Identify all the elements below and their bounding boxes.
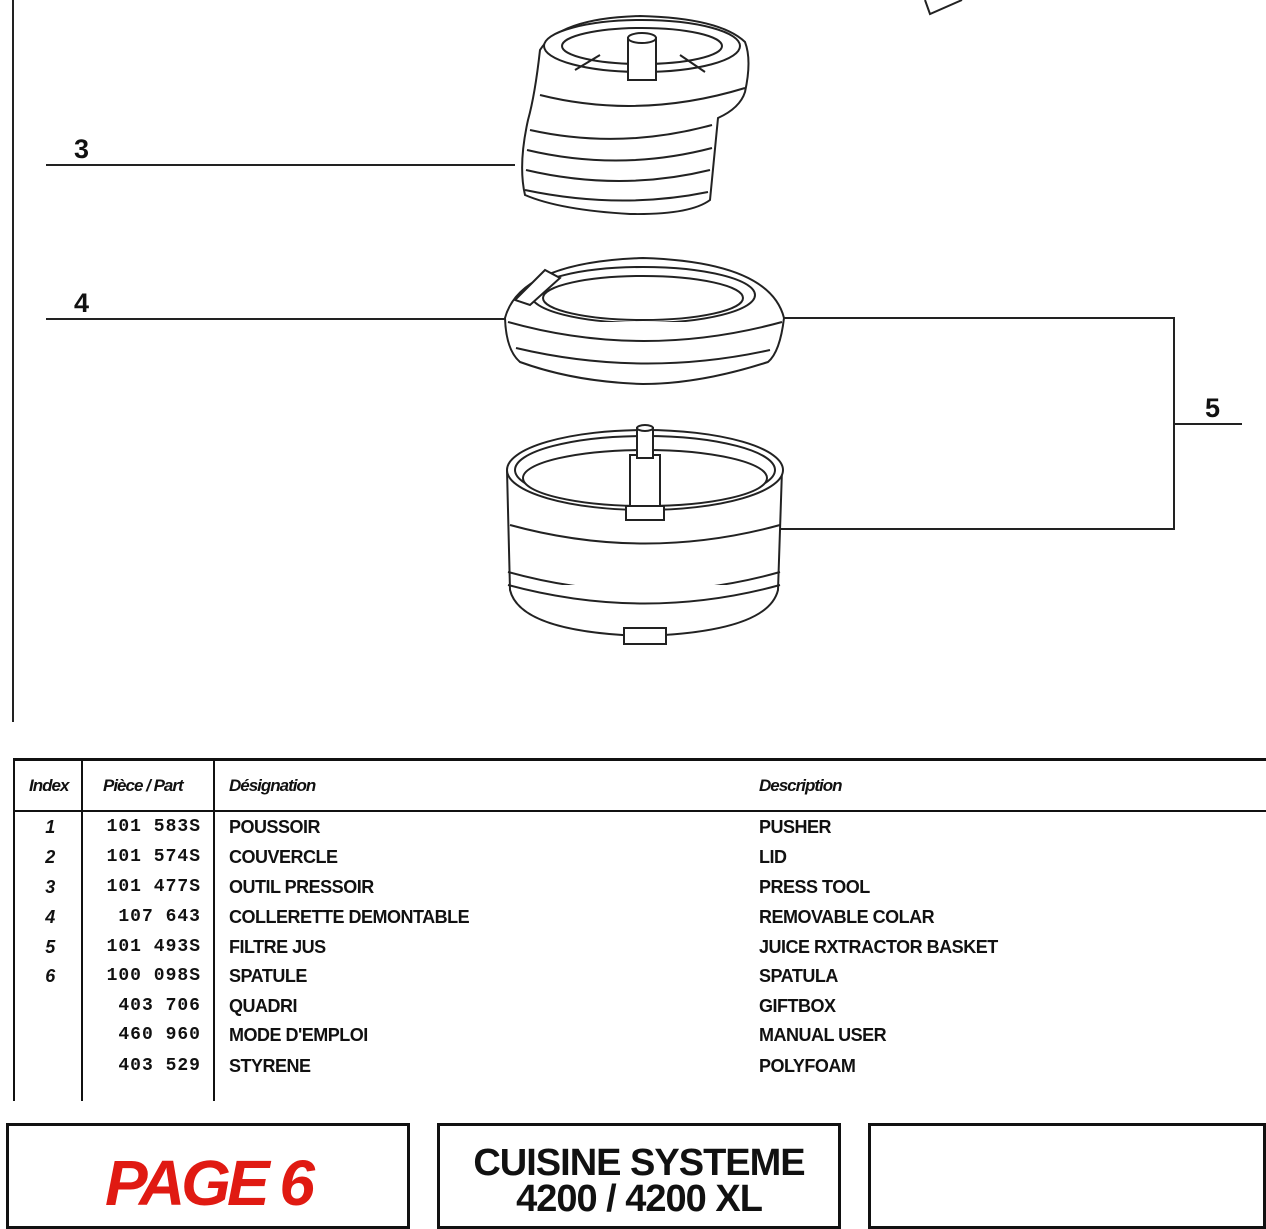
table-row-designation: QUADRI bbox=[229, 996, 298, 1016]
table-header-border bbox=[15, 810, 1266, 812]
table-row-part: 101 493S bbox=[106, 937, 201, 957]
table-row-part: 101 477S bbox=[106, 877, 201, 897]
table-row-index: 4 bbox=[45, 907, 55, 927]
removable-collar-part bbox=[503, 256, 786, 386]
table-row-designation: OUTIL PRESSOIR bbox=[229, 877, 374, 897]
table-row-description: REMOVABLE COLAR bbox=[759, 907, 935, 927]
table-row-part: 101 574S bbox=[106, 847, 201, 867]
table-row-part: 100 098S bbox=[106, 966, 201, 986]
page-number-box: PAGE 6 bbox=[6, 1123, 410, 1229]
header-part: Pièce / Part bbox=[103, 776, 184, 795]
table-row-designation: FILTRE JUS bbox=[229, 937, 326, 957]
juice-basket-part bbox=[506, 424, 784, 645]
parts-illustration bbox=[12, 0, 1242, 722]
header-index: Index bbox=[29, 776, 69, 795]
table-row-designation: STYRENE bbox=[229, 1056, 311, 1076]
table-row-index: 3 bbox=[45, 877, 55, 897]
column-separator-index bbox=[81, 758, 83, 1101]
table-row-part: 460 960 bbox=[118, 1025, 201, 1045]
table-row-part: 101 583S bbox=[106, 817, 201, 837]
page-label: PAGE 6 bbox=[105, 1147, 315, 1219]
table-row-designation: MODE D'EMPLOI bbox=[229, 1025, 368, 1045]
table-row-designation: COUVERCLE bbox=[229, 847, 338, 867]
model-title-line1: CUISINE SYSTEME bbox=[473, 1142, 805, 1184]
table-row-description: PUSHER bbox=[759, 817, 832, 837]
model-title-line2: 4200 / 4200 XL bbox=[516, 1178, 763, 1220]
parts-list-table: Index Pièce / Part Désignation Descripti… bbox=[13, 758, 1266, 1101]
table-row-description: PRESS TOOL bbox=[759, 877, 870, 897]
callout-label-5: 5 bbox=[1205, 393, 1221, 423]
table-row-part: 403 529 bbox=[118, 1056, 201, 1076]
table-row-description: SPATULA bbox=[759, 966, 838, 986]
empty-footer-box bbox=[868, 1123, 1266, 1229]
model-title-box: CUISINE SYSTEME 4200 / 4200 XL bbox=[437, 1123, 841, 1229]
header-designation: Désignation bbox=[229, 776, 316, 795]
press-tool-part bbox=[521, 14, 750, 216]
header-description: Description bbox=[759, 776, 843, 795]
callout-label-4: 4 bbox=[74, 288, 90, 318]
table-row-designation: POUSSOIR bbox=[229, 817, 321, 837]
partial-part-outline bbox=[924, 0, 963, 16]
table-row-index: 1 bbox=[45, 817, 55, 837]
table-row-index: 5 bbox=[45, 937, 55, 957]
table-row-description: POLYFOAM bbox=[759, 1056, 856, 1076]
column-separator-part bbox=[213, 758, 215, 1101]
table-top-border bbox=[15, 758, 1266, 761]
table-row-description: MANUAL USER bbox=[759, 1025, 887, 1045]
bracket-line-5 bbox=[778, 317, 1175, 530]
table-row-description: GIFTBOX bbox=[759, 996, 836, 1016]
table-row-index: 6 bbox=[45, 966, 55, 986]
table-row-part: 107 643 bbox=[118, 907, 201, 927]
table-row-index: 2 bbox=[45, 847, 55, 867]
table-row-part: 403 706 bbox=[118, 996, 201, 1016]
table-row-designation: SPATULE bbox=[229, 966, 307, 986]
table-row-description: LID bbox=[759, 847, 787, 867]
table-row-designation: COLLERETTE DEMONTABLE bbox=[229, 907, 470, 927]
table-row-description: JUICE RXTRACTOR BASKET bbox=[759, 937, 998, 957]
callout-label-3: 3 bbox=[74, 134, 90, 164]
exploded-parts-drawing: 3 4 5 bbox=[12, 0, 1242, 722]
